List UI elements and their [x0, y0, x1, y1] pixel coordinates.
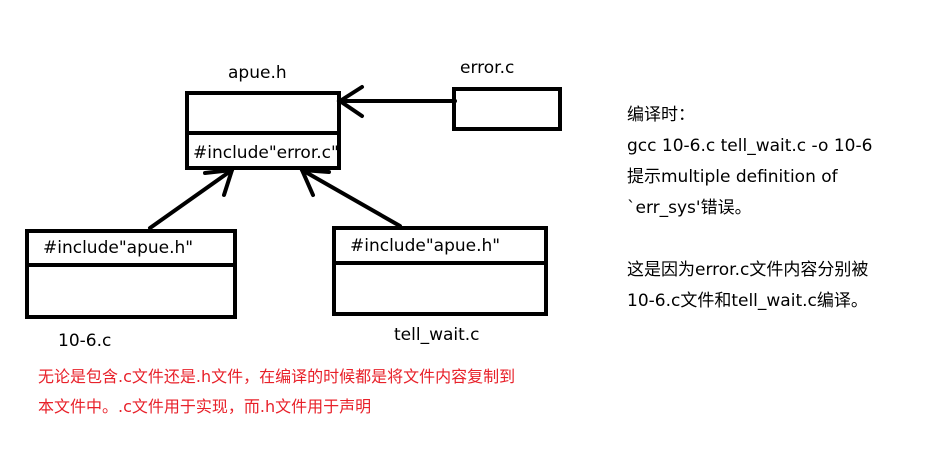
- error-label: error.c: [460, 58, 515, 78]
- bottom-note-line: 本文件中。.c文件用于实现，而.h文件用于声明: [38, 397, 372, 416]
- apue-divider: [185, 131, 341, 135]
- arrow-test-to-apue: [148, 168, 234, 230]
- bottom-note-line: 无论是包含.c文件还是.h文件，在编译的时候都是将文件内容复制到: [38, 367, 516, 386]
- side-note-line: gcc 10-6.c tell_wait.c -o 10-6: [627, 136, 873, 156]
- apue-box: [185, 91, 341, 170]
- tellwait-box: [332, 226, 548, 316]
- apue-include-text: #include"error.c": [193, 143, 339, 163]
- side-note-line: 10-6.c文件和tell_wait.c编译。: [627, 291, 868, 311]
- side-note-line: `err_sys'错误。: [627, 198, 752, 218]
- tellwait-label: tell_wait.c: [394, 325, 480, 345]
- side-note-line: 提示multiple definition of: [627, 167, 838, 187]
- apue-label: apue.h: [228, 63, 287, 83]
- test-box: [25, 229, 237, 319]
- test-include-text: #include"apue.h": [43, 238, 194, 258]
- side-note-line: 这是因为error.c文件内容分别被: [627, 260, 869, 280]
- arrow-tellwait-to-apue: [300, 168, 402, 228]
- test-divider: [25, 263, 237, 267]
- tellwait-divider: [332, 261, 548, 265]
- error-box: [452, 87, 562, 131]
- test-label: 10-6.c: [58, 331, 112, 351]
- bottom-note: 无论是包含.c文件还是.h文件，在编译的时候都是将文件内容复制到 本文件中。.c…: [38, 362, 515, 422]
- side-note-line: 编译时：: [627, 105, 695, 125]
- tellwait-include-text: #include"apue.h": [350, 236, 501, 256]
- side-note: 编译时： gcc 10-6.c tell_wait.c -o 10-6 提示mu…: [627, 100, 872, 317]
